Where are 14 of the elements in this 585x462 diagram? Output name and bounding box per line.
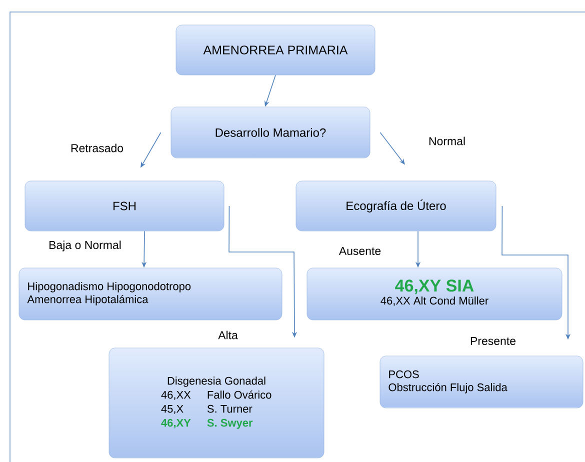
process-box: Desarrollo Mamario? — [170, 106, 370, 158]
edge-label: Alta — [217, 330, 239, 340]
process-box: FSH — [24, 180, 224, 232]
process-box: Hipogonadismo Hipogonodotropo Amenorrea Hipotalámica — [18, 268, 282, 320]
process-box: 46,XY SIA 46,XX Alt Cond Müller — [306, 268, 562, 320]
edge-label: Presente — [469, 336, 518, 346]
edge-label: Ausente — [338, 246, 382, 256]
process-box: Ecografía de Útero — [296, 180, 496, 232]
process-box: Disgenesia Gonadal 46,XX Fallo Ovárico 45,X S. Turner 46,XY S. Swyer — [108, 348, 324, 458]
edge-label: Retrasado — [69, 142, 125, 154]
edge-label: Normal — [427, 136, 467, 146]
process-box: PCOS Obstrucción Flujo Salida — [380, 356, 584, 408]
edge-label: Baja o Normal — [48, 240, 122, 252]
process-box: AMENORREA PRIMARIA — [176, 24, 376, 76]
